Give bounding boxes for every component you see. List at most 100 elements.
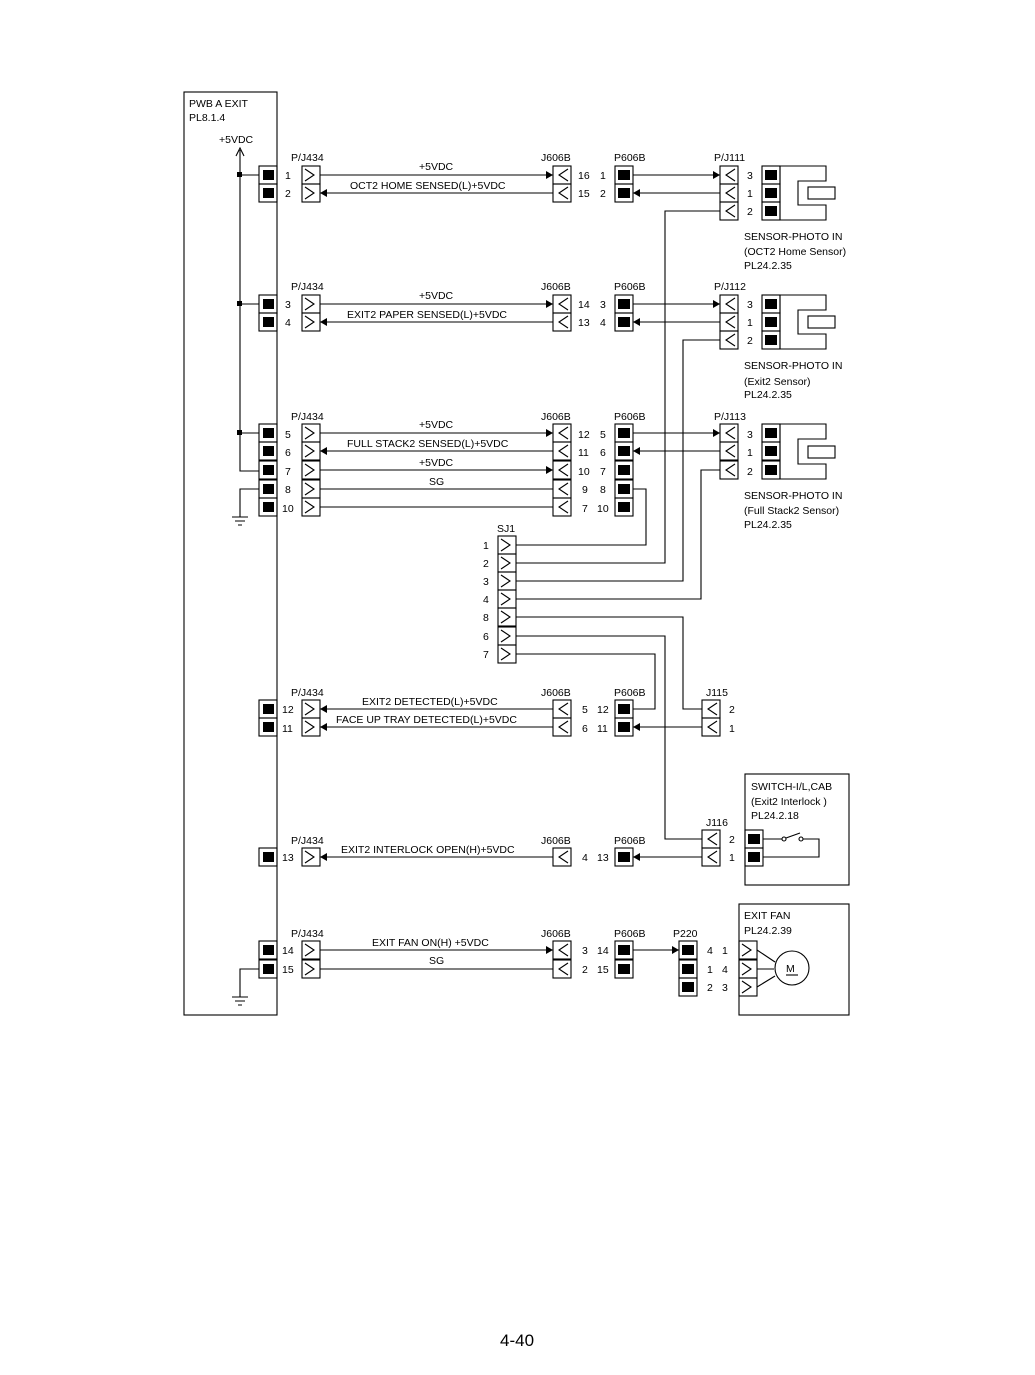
signal-label: OCT2 HOME SENSED(L)+5VDC	[350, 180, 506, 192]
svg-text:8: 8	[483, 612, 489, 624]
sj1-splice: SJ1 12 34 86 7	[483, 210, 720, 840]
svg-text:6: 6	[600, 447, 606, 459]
svg-text:8: 8	[600, 484, 606, 496]
svg-text:15: 15	[597, 964, 609, 976]
switch-name: SWITCH-I/L,CAB	[751, 781, 832, 793]
j606b-label: J606B	[541, 687, 571, 699]
svg-text:2: 2	[747, 335, 753, 347]
svg-text:6: 6	[483, 631, 489, 643]
sensor3-ref: PL24.2.35	[744, 519, 792, 531]
pj434-label: P/J434	[291, 152, 324, 164]
pj112-label: P/J112	[714, 281, 746, 293]
svg-text:13: 13	[578, 317, 590, 329]
j606b-label: J606B	[541, 411, 571, 423]
svg-text:10: 10	[597, 503, 609, 515]
signal-label: +5VDC	[419, 457, 454, 469]
svg-text:10: 10	[578, 466, 590, 478]
svg-text:13: 13	[597, 852, 609, 864]
p606b-label: P606B	[614, 928, 646, 940]
signal-label: EXIT2 PAPER SENSED(L)+5VDC	[347, 309, 507, 321]
svg-text:1: 1	[600, 170, 606, 182]
sensor2-desc: (Exit2 Sensor)	[744, 376, 811, 388]
j606b-label: J606B	[541, 281, 571, 293]
svg-text:7: 7	[285, 466, 291, 478]
pj434-label: P/J434	[291, 411, 324, 423]
p606b-label: P606B	[614, 411, 646, 423]
svg-text:5: 5	[600, 429, 606, 441]
svg-text:3: 3	[483, 576, 489, 588]
svg-text:7: 7	[600, 466, 606, 478]
sensor1-desc: (OCT2 Home Sensor)	[744, 246, 846, 258]
signal-label: +5VDC	[419, 419, 454, 431]
sensor3-name: SENSOR-PHOTO IN	[744, 490, 842, 502]
svg-text:4: 4	[483, 594, 489, 606]
motor-icon	[774, 950, 810, 986]
svg-text:9: 9	[582, 484, 588, 496]
signal-label: FULL STACK2 SENSED(L)+5VDC	[347, 438, 509, 450]
svg-text:2: 2	[729, 704, 735, 716]
svg-text:2: 2	[747, 206, 753, 218]
svg-text:12: 12	[597, 704, 609, 716]
svg-text:7: 7	[483, 649, 489, 661]
pj113-label: P/J113	[714, 411, 746, 423]
svg-text:3: 3	[722, 982, 728, 994]
svg-text:1: 1	[729, 852, 735, 864]
svg-text:7: 7	[582, 503, 588, 515]
sensor3-desc: (Full Stack2 Sensor)	[744, 505, 839, 517]
svg-text:11: 11	[282, 723, 293, 735]
svg-text:5: 5	[582, 704, 588, 716]
j606b-label: J606B	[541, 835, 571, 847]
svg-text:3: 3	[582, 945, 588, 957]
svg-text:2: 2	[707, 982, 713, 994]
svg-text:16: 16	[578, 170, 590, 182]
svg-text:15: 15	[578, 188, 590, 200]
switch-ref: PL24.2.18	[751, 810, 799, 822]
sensor2-ref: PL24.2.35	[744, 389, 792, 401]
svg-text:1: 1	[722, 945, 728, 957]
svg-text:6: 6	[285, 447, 291, 459]
svg-text:14: 14	[282, 945, 294, 957]
svg-text:2: 2	[582, 964, 588, 976]
pj111-label: P/J111	[714, 152, 745, 164]
svg-text:3: 3	[285, 299, 291, 311]
fan-name: EXIT FAN	[744, 910, 791, 922]
p220-label: P220	[673, 928, 698, 940]
signal-label: FACE UP TRAY DETECTED(L)+5VDC	[336, 714, 517, 726]
svg-text:4: 4	[285, 317, 291, 329]
svg-text:3: 3	[747, 429, 753, 441]
svg-text:1: 1	[707, 964, 713, 976]
signal-label: SG	[429, 476, 444, 488]
svg-text:14: 14	[578, 299, 590, 311]
svg-text:4: 4	[707, 945, 713, 957]
svg-text:15: 15	[282, 964, 294, 976]
svg-text:1: 1	[747, 188, 753, 200]
page-number: 4-40	[500, 1331, 534, 1350]
svg-text:1: 1	[285, 170, 291, 182]
j606b-label: J606B	[541, 152, 571, 164]
signal-label: SG	[429, 955, 444, 967]
sensor1-ref: PL24.2.35	[744, 260, 792, 272]
pwb-a-exit-board: PWB A EXIT PL8.1.4 +5VDC	[183, 91, 278, 1016]
sensor2-name: SENSOR-PHOTO IN	[744, 360, 842, 372]
svg-text:12: 12	[282, 704, 294, 716]
svg-text:12: 12	[578, 429, 590, 441]
svg-text:6: 6	[582, 723, 588, 735]
svg-text:2: 2	[747, 466, 753, 478]
signal-label: +5VDC	[419, 290, 454, 302]
sensor1-name: SENSOR-PHOTO IN	[744, 231, 842, 243]
pj434-label: P/J434	[291, 687, 324, 699]
p606b-label: P606B	[614, 835, 646, 847]
svg-text:2: 2	[285, 188, 291, 200]
svg-text:3: 3	[600, 299, 606, 311]
svg-text:4: 4	[722, 964, 728, 976]
svg-text:1: 1	[747, 447, 753, 459]
svg-text:1: 1	[747, 317, 753, 329]
svg-text:11: 11	[597, 723, 608, 735]
svg-text:4: 4	[582, 852, 588, 864]
svg-text:10: 10	[282, 503, 294, 515]
